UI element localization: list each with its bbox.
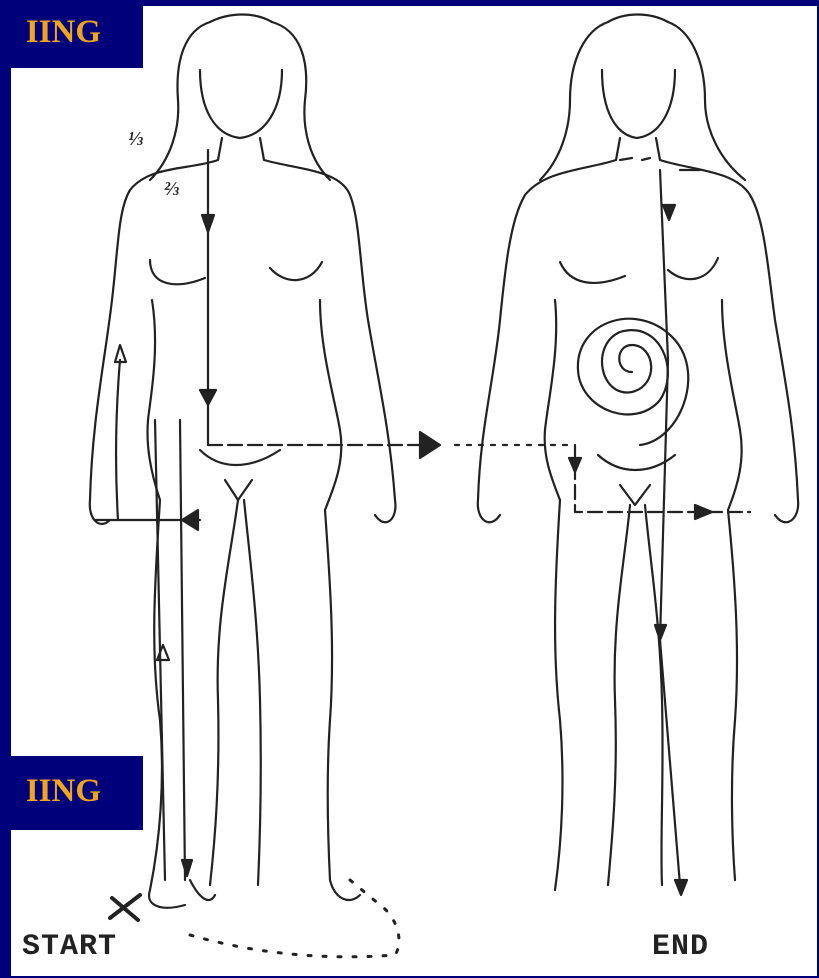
start-caption: START <box>22 930 117 964</box>
right-figure <box>420 15 798 896</box>
title-label-bottom: IING <box>0 756 143 830</box>
title-label-bottom-text: IING <box>26 775 101 808</box>
annotation-mark-1: ⅓ <box>128 128 144 151</box>
annotation-mark-2: ⅔ <box>164 178 180 201</box>
end-caption: END <box>652 930 709 964</box>
title-label-top-text: IING <box>26 16 101 49</box>
title-label-top: IING <box>0 0 143 68</box>
start-end-connector <box>190 880 399 957</box>
